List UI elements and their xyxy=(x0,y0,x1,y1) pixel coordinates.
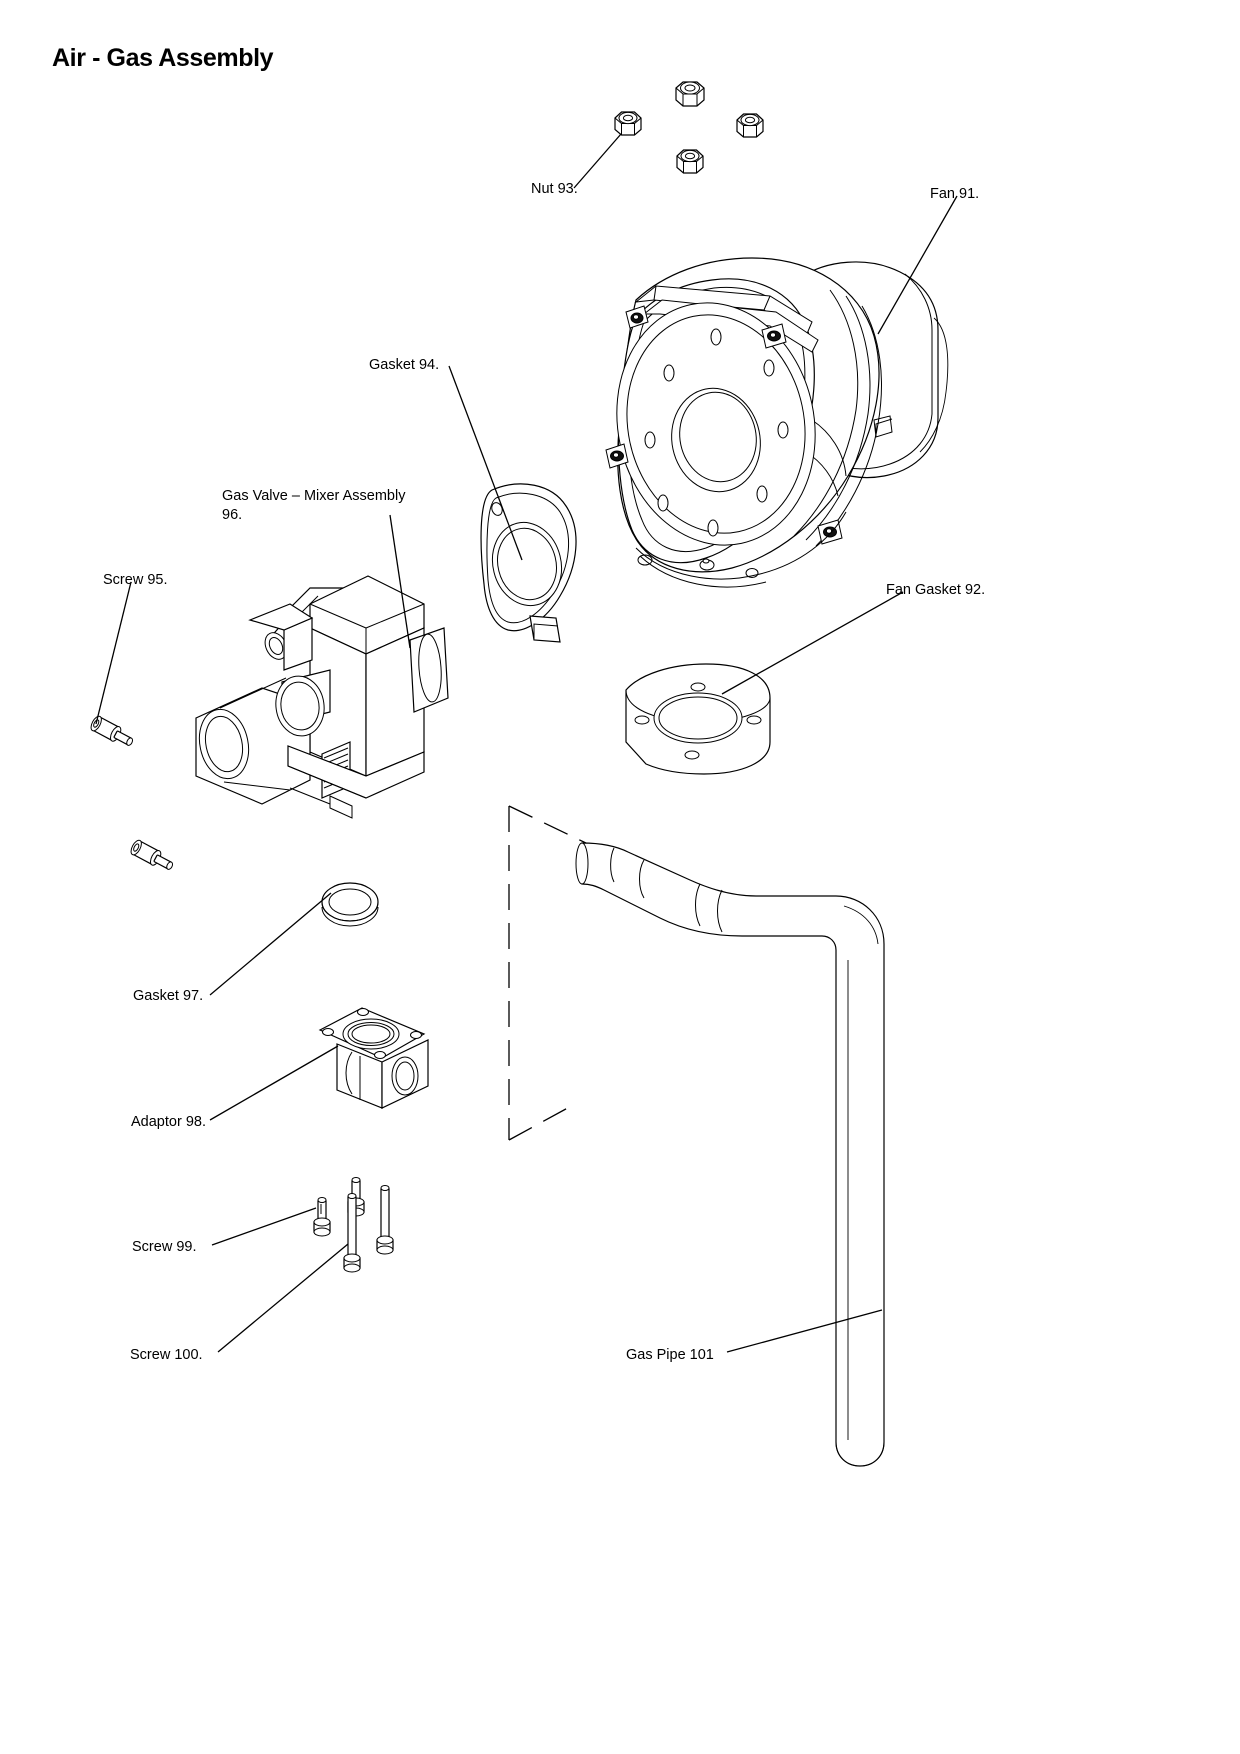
page-title: Air - Gas Assembly xyxy=(52,44,274,72)
part-gas-pipe-101-group xyxy=(576,843,884,1466)
label-screw-99: Screw 99. xyxy=(132,1239,197,1255)
assembly-guide-dashed xyxy=(509,806,588,1140)
part-fan-91-group xyxy=(595,196,957,587)
label-nut-93: Nut 93. xyxy=(531,181,578,197)
label-gasket-97: Gasket 97. xyxy=(133,988,204,1004)
label-screw-95: Screw 95. xyxy=(103,572,168,588)
label-fan-91: Fan 91. xyxy=(930,186,980,202)
part-gasket-97-group xyxy=(210,883,378,995)
label-gas-valve-96: Gas Valve – Mixer Assembly xyxy=(222,488,406,504)
label-gas-valve-96-number: 96. xyxy=(222,507,243,523)
part-gas-valve-96-group xyxy=(193,515,448,818)
part-screw-95-group xyxy=(89,582,176,874)
part-adaptor-98-group xyxy=(210,1008,428,1120)
part-screw-100-group xyxy=(218,1186,393,1353)
part-fan-gasket-92-group xyxy=(626,592,903,774)
label-gas-pipe-101: Gas Pipe 101 xyxy=(626,1347,714,1363)
label-screw-100: Screw 100. xyxy=(130,1347,203,1363)
part-gasket-94-group xyxy=(449,366,576,642)
label-adaptor-98: Adaptor 98. xyxy=(131,1114,206,1130)
label-fan-gasket-92: Fan Gasket 92. xyxy=(886,582,986,598)
part-nut-93-group xyxy=(574,82,763,188)
part-screw-99-group xyxy=(212,1178,364,1246)
label-gasket-94: Gasket 94. xyxy=(369,357,440,373)
